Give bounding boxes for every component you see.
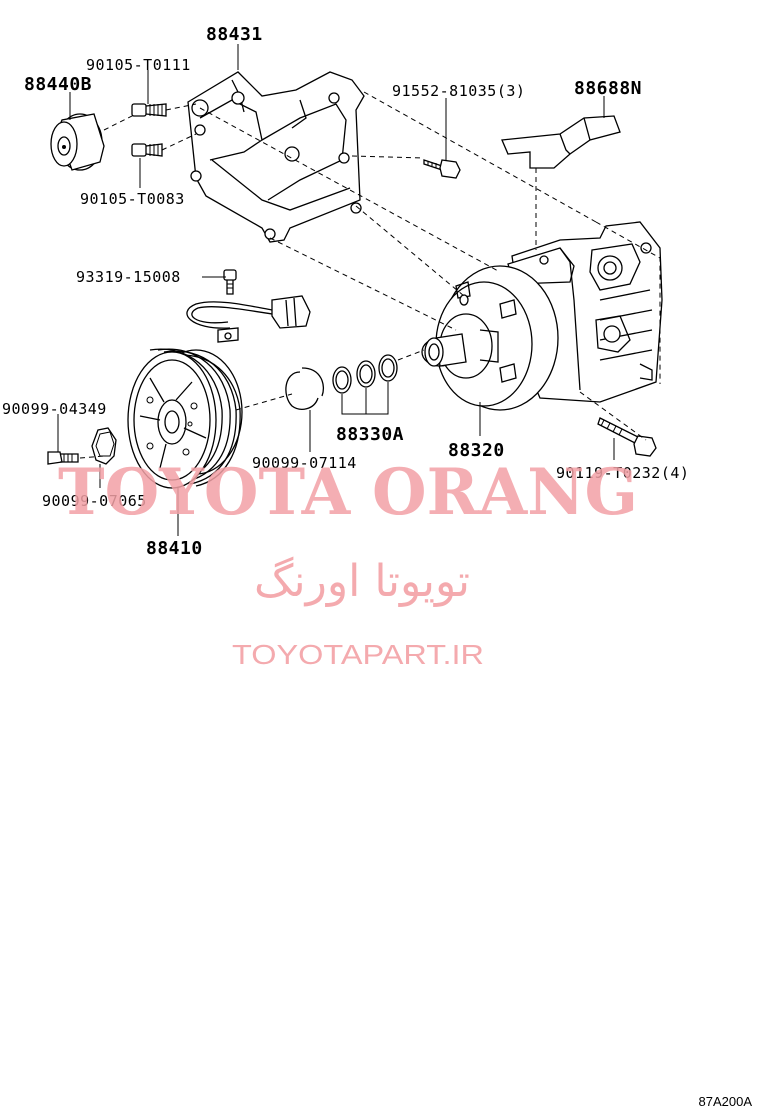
label-88330A: 88330A <box>336 424 404 445</box>
label-90099-04349: 90099-04349 <box>2 400 107 418</box>
assembly-lines <box>79 91 661 459</box>
lead-wire-connector <box>186 295 311 343</box>
bracket-88688N[interactable] <box>501 115 621 169</box>
label-88431: 88431 <box>206 24 263 45</box>
watermark-url: TOYOTAPART.IR <box>232 639 484 670</box>
label-88410: 88410 <box>146 538 203 559</box>
magnetic-clutch-88410[interactable] <box>127 348 243 489</box>
shim-plate-90099-07065[interactable] <box>91 427 117 465</box>
screw-93319-15008[interactable] <box>223 269 237 295</box>
label-90105-T0111: 90105-T0111 <box>86 56 191 74</box>
snap-ring-90099-07114[interactable] <box>285 367 325 410</box>
label-90099-07114: 90099-07114 <box>252 454 357 472</box>
compressor-88320[interactable] <box>421 221 663 411</box>
bolt-90119-T0232[interactable] <box>597 417 657 457</box>
label-88688N: 88688N <box>574 78 642 99</box>
label-88440B: 88440B <box>24 74 92 95</box>
watermark-latin: TOYOTA ORANG <box>58 455 638 530</box>
label-90119-T0232: 90119-T0232(4) <box>556 464 689 482</box>
diagram-code: 87A200A <box>699 1094 753 1109</box>
shim-set-88330A[interactable] <box>332 354 398 394</box>
bolt-90099-04349[interactable] <box>47 451 79 465</box>
bolt-90105-T0111[interactable] <box>131 103 167 117</box>
leader-lines <box>57 44 615 536</box>
watermark-persian: تویوتا اورنگ <box>254 556 470 607</box>
label-90105-T0083: 90105-T0083 <box>80 190 185 208</box>
idler-pulley-88440B[interactable] <box>50 113 105 171</box>
bracket-88431[interactable] <box>187 71 365 243</box>
label-90099-07065: 90099-07065 <box>42 492 147 510</box>
bolt-90105-T0083[interactable] <box>131 143 163 157</box>
label-88320: 88320 <box>448 440 505 461</box>
label-91552-81035: 91552-81035(3) <box>392 82 525 100</box>
bolt-91552-81035[interactable] <box>423 159 461 179</box>
label-93319-15008: 93319-15008 <box>76 268 181 286</box>
